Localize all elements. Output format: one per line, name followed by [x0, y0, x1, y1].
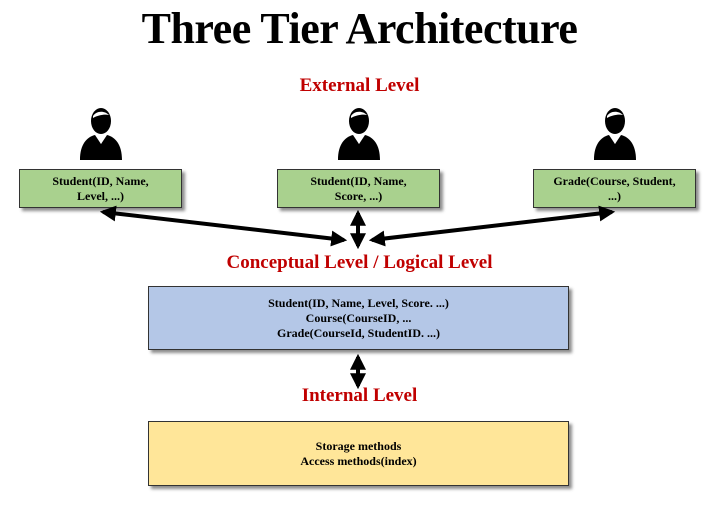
- schema-text-line: Course(CourseID, ...: [305, 310, 412, 325]
- view-text-line: ...): [608, 188, 621, 203]
- conceptual-level-label: Conceptual Level / Logical Level: [226, 252, 493, 273]
- external-level-label: External Level: [299, 75, 420, 96]
- page-title: Three Tier Architecture: [141, 4, 578, 53]
- schema-text-line: Student(ID, Name, Level, Score. ...): [268, 295, 449, 310]
- conceptual-schema-box: Student(ID, Name, Level, Score. ...) Cou…: [148, 286, 569, 350]
- view-text-line: Grade(Course, Student,: [553, 173, 676, 188]
- user-icon: [594, 108, 636, 160]
- storage-text-line: Access methods(index): [300, 453, 417, 468]
- user-icon: [338, 108, 380, 160]
- view-text-line: Score, ...): [334, 188, 383, 203]
- view-text-line: Level, ...): [77, 188, 124, 203]
- schema-text-line: Grade(CourseId, StudentID. ...): [276, 325, 440, 340]
- user-icon: [80, 108, 122, 160]
- storage-text-line: Storage methods: [315, 438, 402, 453]
- internal-schema-box: Storage methods Access methods(index): [148, 421, 569, 486]
- arrow-external-1-conceptual: [99, 205, 348, 247]
- view-text-line: Student(ID, Name,: [52, 173, 149, 188]
- view-text-line: Student(ID, Name,: [310, 173, 407, 188]
- internal-level-label: Internal Level: [301, 385, 418, 406]
- arrow-external-3-conceptual: [368, 205, 616, 247]
- external-view-box-2: Student(ID, Name, Score, ...): [277, 169, 440, 208]
- external-view-box-3: Grade(Course, Student, ...): [533, 169, 696, 208]
